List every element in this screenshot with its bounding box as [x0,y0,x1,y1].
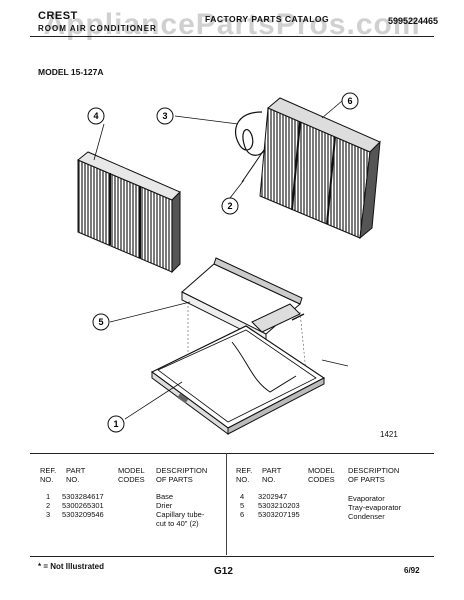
leader-lines [93,100,343,420]
revision-date: 6/92 [404,566,420,575]
table-row-desc: Condenser [348,512,385,521]
capillary-tube-drawing [234,111,265,156]
table-row-desc: Base [156,492,174,501]
header-ref-right: REF.NO. [236,466,253,484]
table-row-ref: 4 [240,492,245,501]
table-row-part: 5303284617 [62,492,104,501]
svg-text:4: 4 [93,111,98,121]
callout-1: 1 [107,415,125,433]
exploded-diagram: 4 3 6 2 5 1 [77,92,381,435]
table-row-ref: 6 [240,510,245,519]
table-row-ref: 5 [240,501,245,510]
table-row-desc: Tray-evaporator [348,503,402,512]
header-rule [30,36,434,37]
footnote: * = Not Illustrated [38,562,105,571]
parts-table [30,453,434,557]
watermark: AppliancePartsPros.com [43,8,421,41]
table-row-desc: Capillary tube- [156,510,205,519]
svg-text:5: 5 [98,317,103,327]
catalog-number: 5995224465 [388,16,439,26]
svg-text:6: 6 [347,96,352,106]
callout-6: 6 [341,92,359,110]
table-row-ref: 3 [46,510,51,519]
table-row-desc: Drier [156,501,173,510]
brand-name: CREST [38,10,78,22]
svg-text:2: 2 [227,201,232,211]
table-row-part: 5303210203 [258,501,300,510]
condenser-coil-drawing [259,97,381,240]
svg-text:1: 1 [113,419,118,429]
table-row-part: 5303209546 [62,510,104,519]
callout-2: 2 [221,197,239,215]
svg-text:3: 3 [162,111,167,121]
table-row-part: 5300265301 [62,501,104,510]
page-number: G12 [214,566,233,577]
callout-5: 5 [92,313,110,331]
model-number: MODEL 15-127A [38,67,104,77]
callout-3: 3 [156,107,174,125]
header-ref-left: REF.NO. [40,466,57,484]
catalog-title: FACTORY PARTS CATALOG [205,14,330,24]
figure-number: 1421 [380,430,398,439]
table-row-desc: Evaporator [348,494,385,503]
table-row-ref: 1 [46,492,51,501]
table-row-ref: 2 [46,501,51,510]
table-row-desc-cont: cut to 40" (2) [156,519,199,528]
product-category: ROOM AIR CONDITIONER [38,24,157,33]
callout-4: 4 [87,107,105,125]
table-divider [226,453,227,555]
table-row-part: 3202947 [258,492,288,501]
table-row-part: 5303207195 [258,510,300,519]
evaporator-coil-drawing [77,151,181,274]
base-pan-drawing [150,325,349,435]
